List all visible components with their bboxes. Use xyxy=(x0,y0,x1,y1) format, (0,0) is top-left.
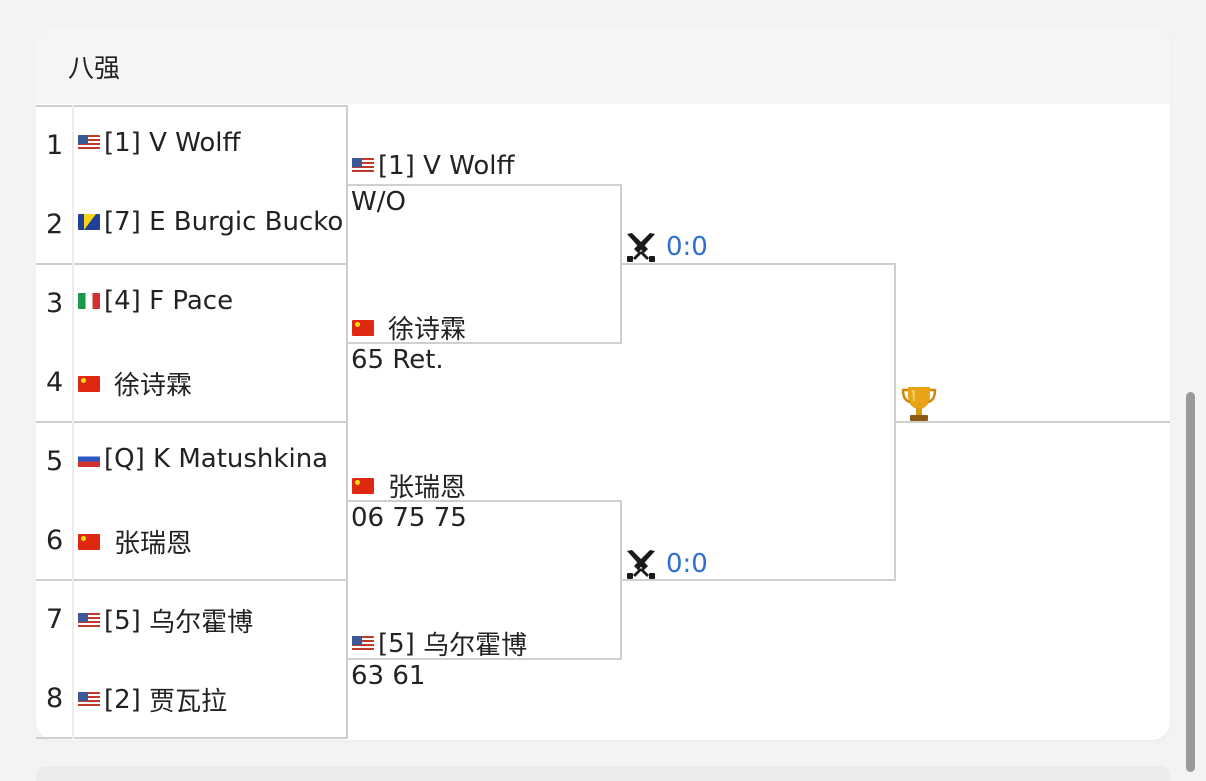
player-entry[interactable]: [5] 乌尔霍博 xyxy=(78,602,253,639)
match-score: 06 75 75 xyxy=(351,503,467,533)
flag-usa-icon xyxy=(352,158,374,174)
player-name: K Matushkina xyxy=(153,444,329,474)
semifinal-1-link[interactable]: 0:0 xyxy=(624,230,708,264)
player-entry[interactable]: [2] 贾瓦拉 xyxy=(78,681,227,718)
player-entry[interactable]: [Q] K Matushkina xyxy=(78,444,328,474)
draw-position: 2 xyxy=(46,209,64,240)
flag-china-icon xyxy=(78,533,100,550)
player-entry[interactable]: [7] E Burgic Bucko xyxy=(78,207,343,237)
player-entry[interactable]: 张瑞恩 xyxy=(352,467,466,504)
player-entry[interactable]: 张瑞恩 xyxy=(78,523,192,560)
player-entry[interactable]: [4] F Pace xyxy=(78,286,233,316)
draw-position: 4 xyxy=(46,367,64,398)
player-name: F Pace xyxy=(149,286,234,316)
player-name: 徐诗霖 xyxy=(388,315,467,345)
player-name: 贾瓦拉 xyxy=(149,687,228,717)
flag-usa-icon xyxy=(78,691,100,708)
player-entry[interactable]: [5] 乌尔霍博 xyxy=(352,625,527,662)
draw-card: 八强 xyxy=(36,28,1170,740)
player-seed: [1] xyxy=(378,151,415,181)
player-seed: [Q] xyxy=(104,444,145,474)
crossed-swords-icon xyxy=(627,550,655,579)
player-name: 乌尔霍博 xyxy=(149,608,254,638)
card-header: 八强 xyxy=(36,28,1170,104)
semifinal-score[interactable]: 0:0 xyxy=(666,549,708,579)
flag-italy-icon xyxy=(78,293,100,309)
draw-position: 8 xyxy=(46,683,64,714)
player-name: V Wolff xyxy=(149,128,241,158)
match-score: 65 Ret. xyxy=(351,345,444,375)
player-name: 徐诗霖 xyxy=(114,371,193,401)
flag-usa-icon xyxy=(78,612,100,629)
flag-china-icon xyxy=(78,375,100,392)
flag-bosnia-icon xyxy=(78,214,100,230)
draw-position: 7 xyxy=(46,604,64,635)
semifinal-2-link[interactable]: 0:0 xyxy=(624,547,708,581)
section-title: 八强 xyxy=(68,54,121,84)
player-name: E Burgic Bucko xyxy=(149,207,344,237)
semifinal-score[interactable]: 0:0 xyxy=(666,232,708,262)
player-seed: [1] xyxy=(104,128,141,158)
player-name: 张瑞恩 xyxy=(388,473,467,503)
player-name: 乌尔霍博 xyxy=(423,631,528,661)
player-seed: [5] xyxy=(104,605,141,636)
player-seed: [7] xyxy=(104,207,141,237)
match-score: 63 61 xyxy=(351,661,426,691)
player-seed: [2] xyxy=(104,684,141,715)
player-entry[interactable]: [1] V Wolff xyxy=(78,128,240,158)
player-entry[interactable]: [1] V Wolff xyxy=(352,151,514,181)
next-card-edge xyxy=(36,766,1170,781)
flag-usa-icon xyxy=(352,635,374,652)
player-seed: [5] xyxy=(378,628,415,659)
flag-russia-icon xyxy=(78,451,100,467)
draw-position: 5 xyxy=(46,446,64,477)
flag-usa-icon xyxy=(78,135,100,151)
player-entry[interactable]: 徐诗霖 xyxy=(78,365,192,402)
player-entry[interactable]: 徐诗霖 xyxy=(352,309,466,346)
player-name: V Wolff xyxy=(423,151,515,181)
draw-position: 3 xyxy=(46,288,64,319)
flag-china-icon xyxy=(352,477,374,494)
draw-position: 1 xyxy=(46,130,64,161)
player-name: 张瑞恩 xyxy=(114,529,193,559)
crossed-swords-icon xyxy=(627,233,655,262)
match-score: W/O xyxy=(351,187,406,217)
vertical-scrollbar[interactable] xyxy=(1186,392,1195,772)
flag-china-icon xyxy=(352,319,374,336)
trophy-icon xyxy=(901,387,937,421)
player-seed: [4] xyxy=(104,286,141,316)
draw-position: 6 xyxy=(46,525,64,556)
